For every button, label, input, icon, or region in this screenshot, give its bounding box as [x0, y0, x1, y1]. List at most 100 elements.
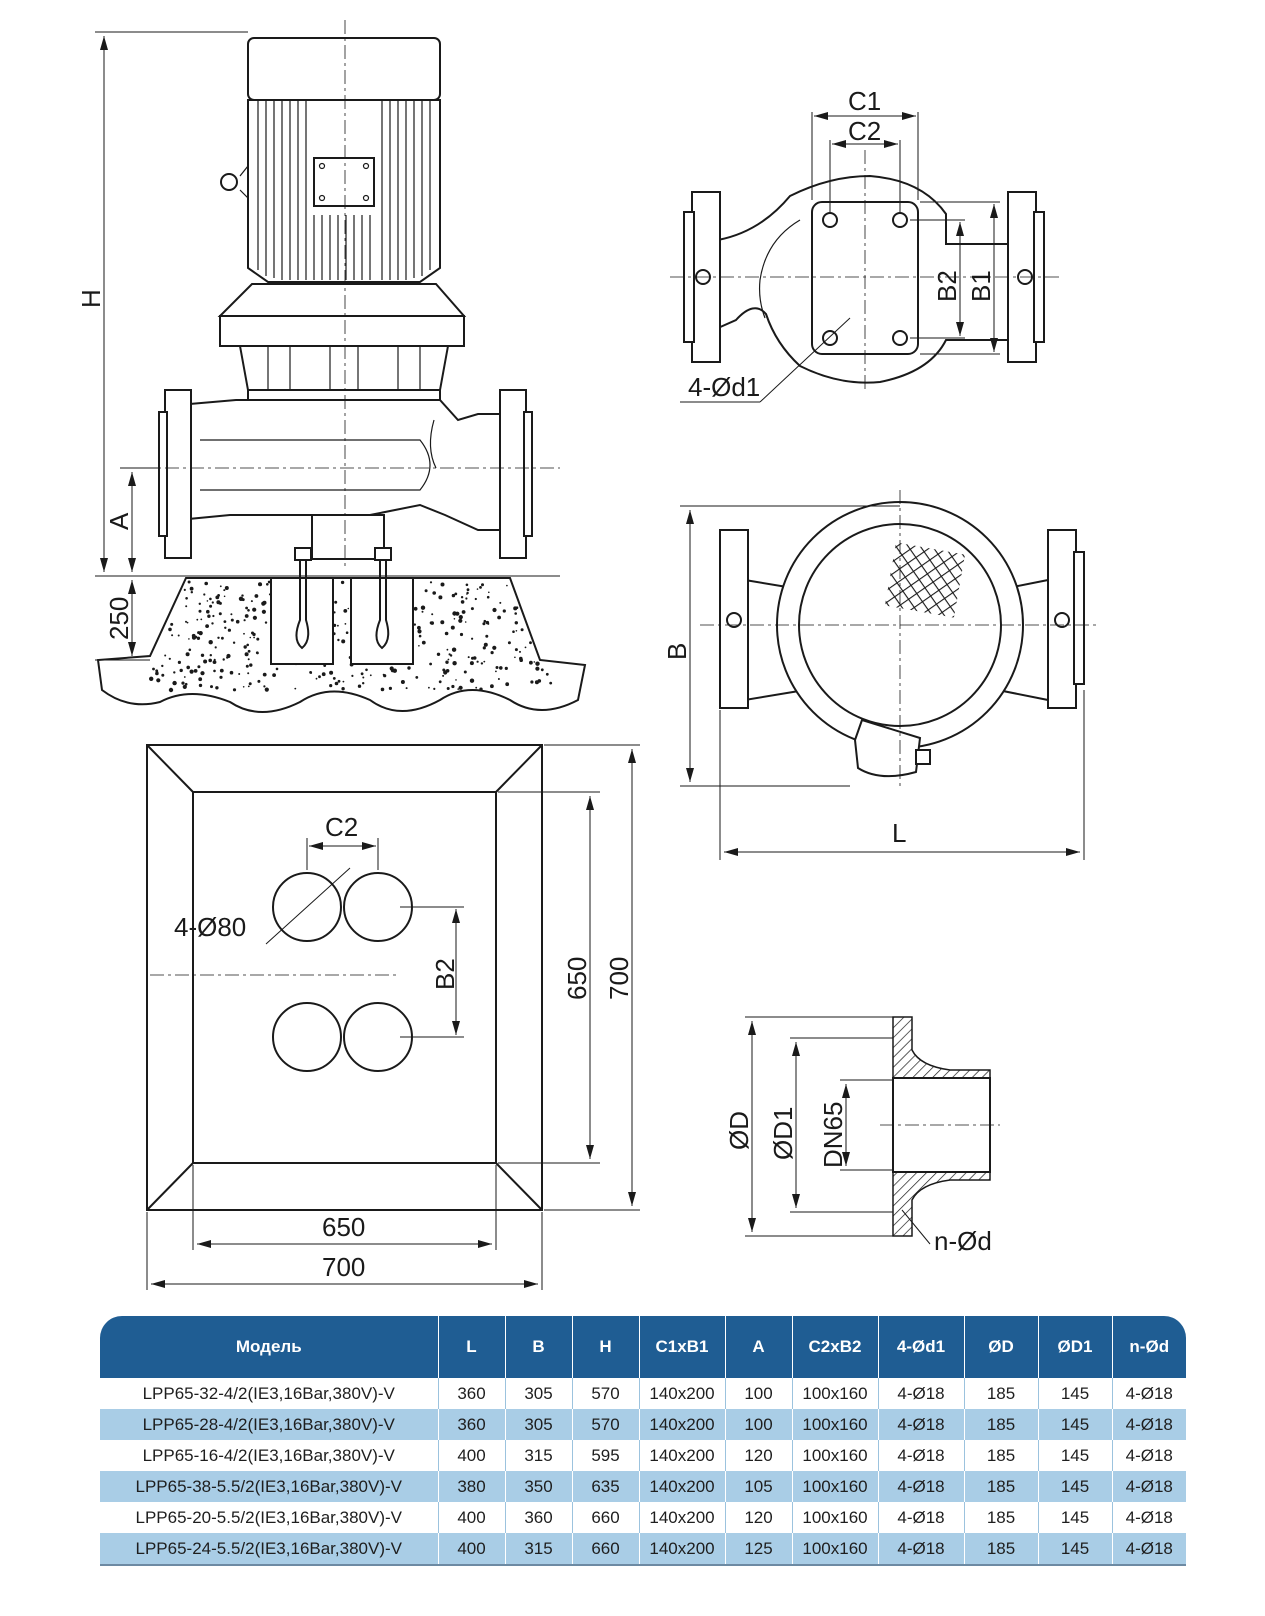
speckle: [229, 670, 234, 675]
speckle: [247, 672, 250, 675]
speckle: [272, 673, 276, 677]
table-cell: 125: [724, 1533, 792, 1566]
speckle: [218, 612, 222, 616]
table-cell: 400: [437, 1440, 505, 1471]
speckle: [208, 658, 212, 663]
dim-b1: B1: [966, 270, 996, 302]
motor-cap: [247, 37, 441, 101]
table-cell: 145: [1037, 1502, 1112, 1533]
col-l: L: [437, 1316, 505, 1378]
speckle: [418, 645, 420, 647]
flange-detail: ØD ØD1 DN65 n-Ød: [724, 1016, 1000, 1256]
speckle: [177, 634, 180, 637]
table-cell: 100: [724, 1378, 792, 1409]
speckle: [351, 674, 354, 678]
speckle: [206, 609, 210, 614]
speckle: [341, 639, 346, 644]
speckle: [340, 580, 345, 585]
table-cell: 400: [437, 1533, 505, 1566]
speckle: [429, 662, 432, 666]
speckle: [190, 591, 193, 594]
speckle: [337, 638, 340, 642]
speckle: [219, 668, 224, 673]
speckle: [252, 607, 257, 612]
speckle: [515, 630, 518, 632]
table-cell: 120: [724, 1440, 792, 1471]
speckle: [515, 606, 519, 609]
speckle: [499, 601, 502, 604]
speckle: [469, 678, 475, 683]
dim-c1: C1: [848, 86, 881, 116]
speckle: [244, 652, 249, 657]
table-cell: 100x160: [791, 1471, 878, 1502]
dim-l: L: [892, 818, 906, 848]
speckle: [446, 687, 450, 690]
dim-4-80: 4-Ø80: [174, 912, 246, 942]
speckle: [343, 609, 348, 613]
table-cell: 100: [724, 1409, 792, 1440]
table-cell: 315: [504, 1533, 572, 1566]
speckle: [334, 681, 339, 686]
speckle: [196, 636, 201, 640]
speckle: [244, 614, 249, 618]
speckle: [464, 621, 467, 623]
speckle: [209, 597, 212, 601]
speckle: [217, 594, 221, 597]
col-model: Модель: [100, 1316, 438, 1378]
table-cell: 185: [963, 1471, 1038, 1502]
speckle: [211, 601, 214, 604]
speckle: [223, 589, 226, 592]
speckle: [197, 631, 201, 635]
speckle: [188, 638, 190, 640]
speckle: [198, 683, 203, 688]
speckle: [224, 586, 229, 590]
speckle: [253, 636, 256, 639]
speckle: [264, 687, 269, 692]
speckle: [329, 684, 333, 688]
speckle: [452, 661, 457, 666]
top-view: C1 C2 B2 B1 4-Ød1: [670, 86, 1060, 403]
speckle: [186, 665, 190, 670]
speckle: [445, 669, 450, 673]
speckle: [432, 591, 437, 595]
front-dimensions: H A 250: [76, 31, 560, 661]
speckle: [152, 667, 155, 671]
speckle: [203, 659, 208, 664]
dim-650-v: 650: [562, 957, 592, 1000]
speckle: [183, 676, 186, 678]
speckle: [168, 657, 171, 660]
terminal-box: [313, 157, 375, 207]
speckle: [530, 680, 534, 684]
dim-b: B: [662, 643, 692, 660]
speckle: [232, 641, 236, 644]
table-cell: 140x200: [638, 1533, 725, 1566]
dim-dn65: DN65: [818, 1102, 848, 1168]
speckle: [187, 580, 191, 584]
speckle: [476, 660, 479, 663]
table-cell: 4-Ø18: [877, 1471, 964, 1502]
table-cell: 4-Ø18: [877, 1409, 964, 1440]
table-cell: 660: [571, 1502, 639, 1533]
speckle: [520, 628, 524, 632]
table-cell: 185: [963, 1440, 1038, 1471]
speckle: [482, 622, 486, 626]
dim-base-b2: B2: [430, 958, 460, 990]
speckle: [448, 653, 451, 656]
speckle: [529, 641, 532, 645]
speckle: [534, 680, 539, 685]
front-view: [140, 20, 560, 570]
speckle: [241, 594, 244, 597]
speckle: [497, 678, 500, 680]
speckle: [440, 582, 445, 587]
speckle: [200, 671, 205, 676]
col-4-d1: 4-Ød1: [877, 1316, 964, 1378]
speckle: [243, 645, 247, 649]
speckle: [249, 663, 253, 667]
speckle: [480, 662, 484, 665]
speckle: [458, 618, 463, 623]
speckle: [217, 636, 220, 639]
speckle: [460, 600, 465, 604]
